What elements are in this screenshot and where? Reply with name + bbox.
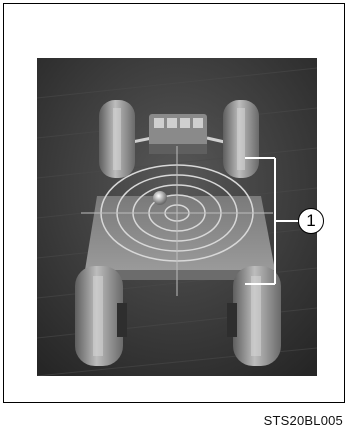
vehicle-floor-illustration [37,58,317,376]
callout-number-badge: 1 [298,208,324,234]
tire-rear-right [223,100,259,178]
tire-rear-left [99,100,135,178]
figure-code: STS20BL005 [264,413,343,428]
tire-front-left [75,266,127,366]
tire-front-right [227,266,281,366]
ball [153,191,167,205]
control-box [149,114,207,154]
